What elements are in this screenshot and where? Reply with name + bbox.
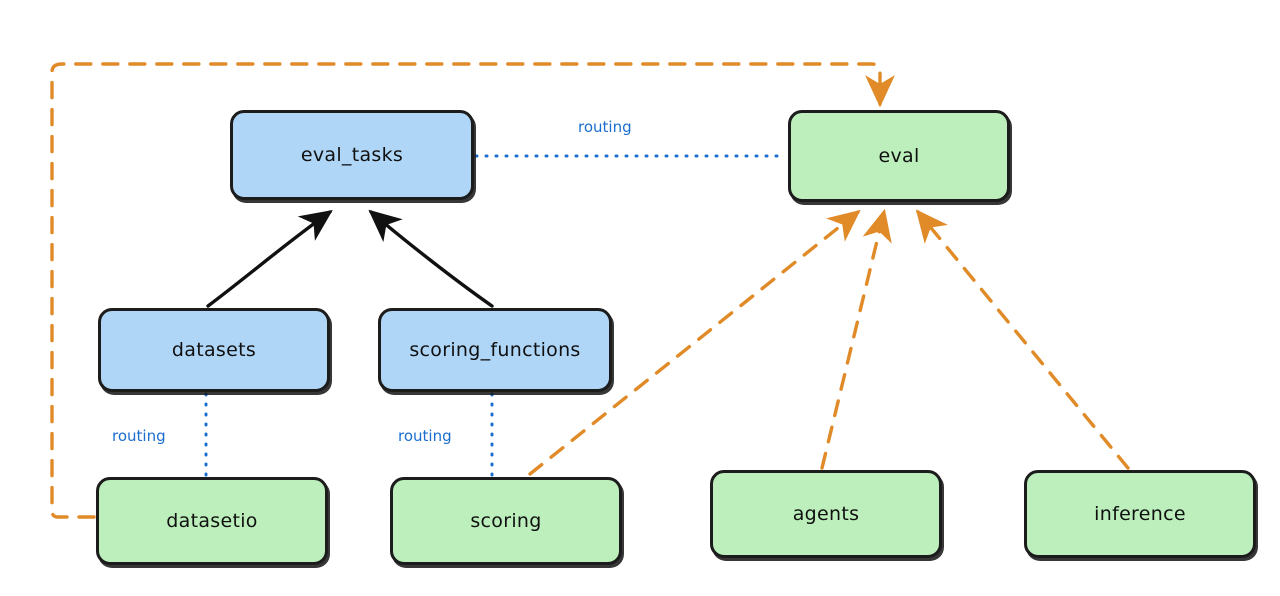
node-label-datasetio: datasetio bbox=[166, 510, 258, 532]
edge-scoring-functions-to-eval-tasks bbox=[368, 209, 494, 308]
node-datasetio[interactable]: datasetio bbox=[96, 477, 328, 565]
node-label-scoring: scoring bbox=[470, 510, 542, 532]
edge-agents-to-eval bbox=[820, 208, 892, 470]
node-eval-tasks[interactable]: eval_tasks bbox=[230, 110, 474, 200]
edge-label-routing-eval-tasks: routing bbox=[578, 118, 632, 136]
edge-label-routing-datasets: routing bbox=[112, 427, 166, 445]
edge-label-routing-scoring-functions: routing bbox=[398, 427, 452, 445]
node-inference[interactable]: inference bbox=[1024, 470, 1256, 558]
node-label-eval: eval bbox=[878, 145, 920, 167]
edge-datasets-to-eval-tasks bbox=[206, 210, 333, 308]
node-scoring-functions[interactable]: scoring_functions bbox=[378, 308, 612, 392]
node-agents[interactable]: agents bbox=[710, 470, 942, 558]
node-label-datasets: datasets bbox=[171, 339, 257, 361]
node-label-scoring-functions: scoring_functions bbox=[409, 339, 581, 361]
node-label-inference: inference bbox=[1094, 503, 1186, 525]
node-eval[interactable]: eval bbox=[788, 110, 1010, 202]
node-label-agents: agents bbox=[792, 503, 860, 525]
edge-inference-to-eval bbox=[915, 209, 1130, 470]
node-scoring[interactable]: scoring bbox=[390, 477, 622, 565]
node-datasets[interactable]: datasets bbox=[98, 308, 330, 392]
node-label-eval-tasks: eval_tasks bbox=[300, 144, 404, 166]
